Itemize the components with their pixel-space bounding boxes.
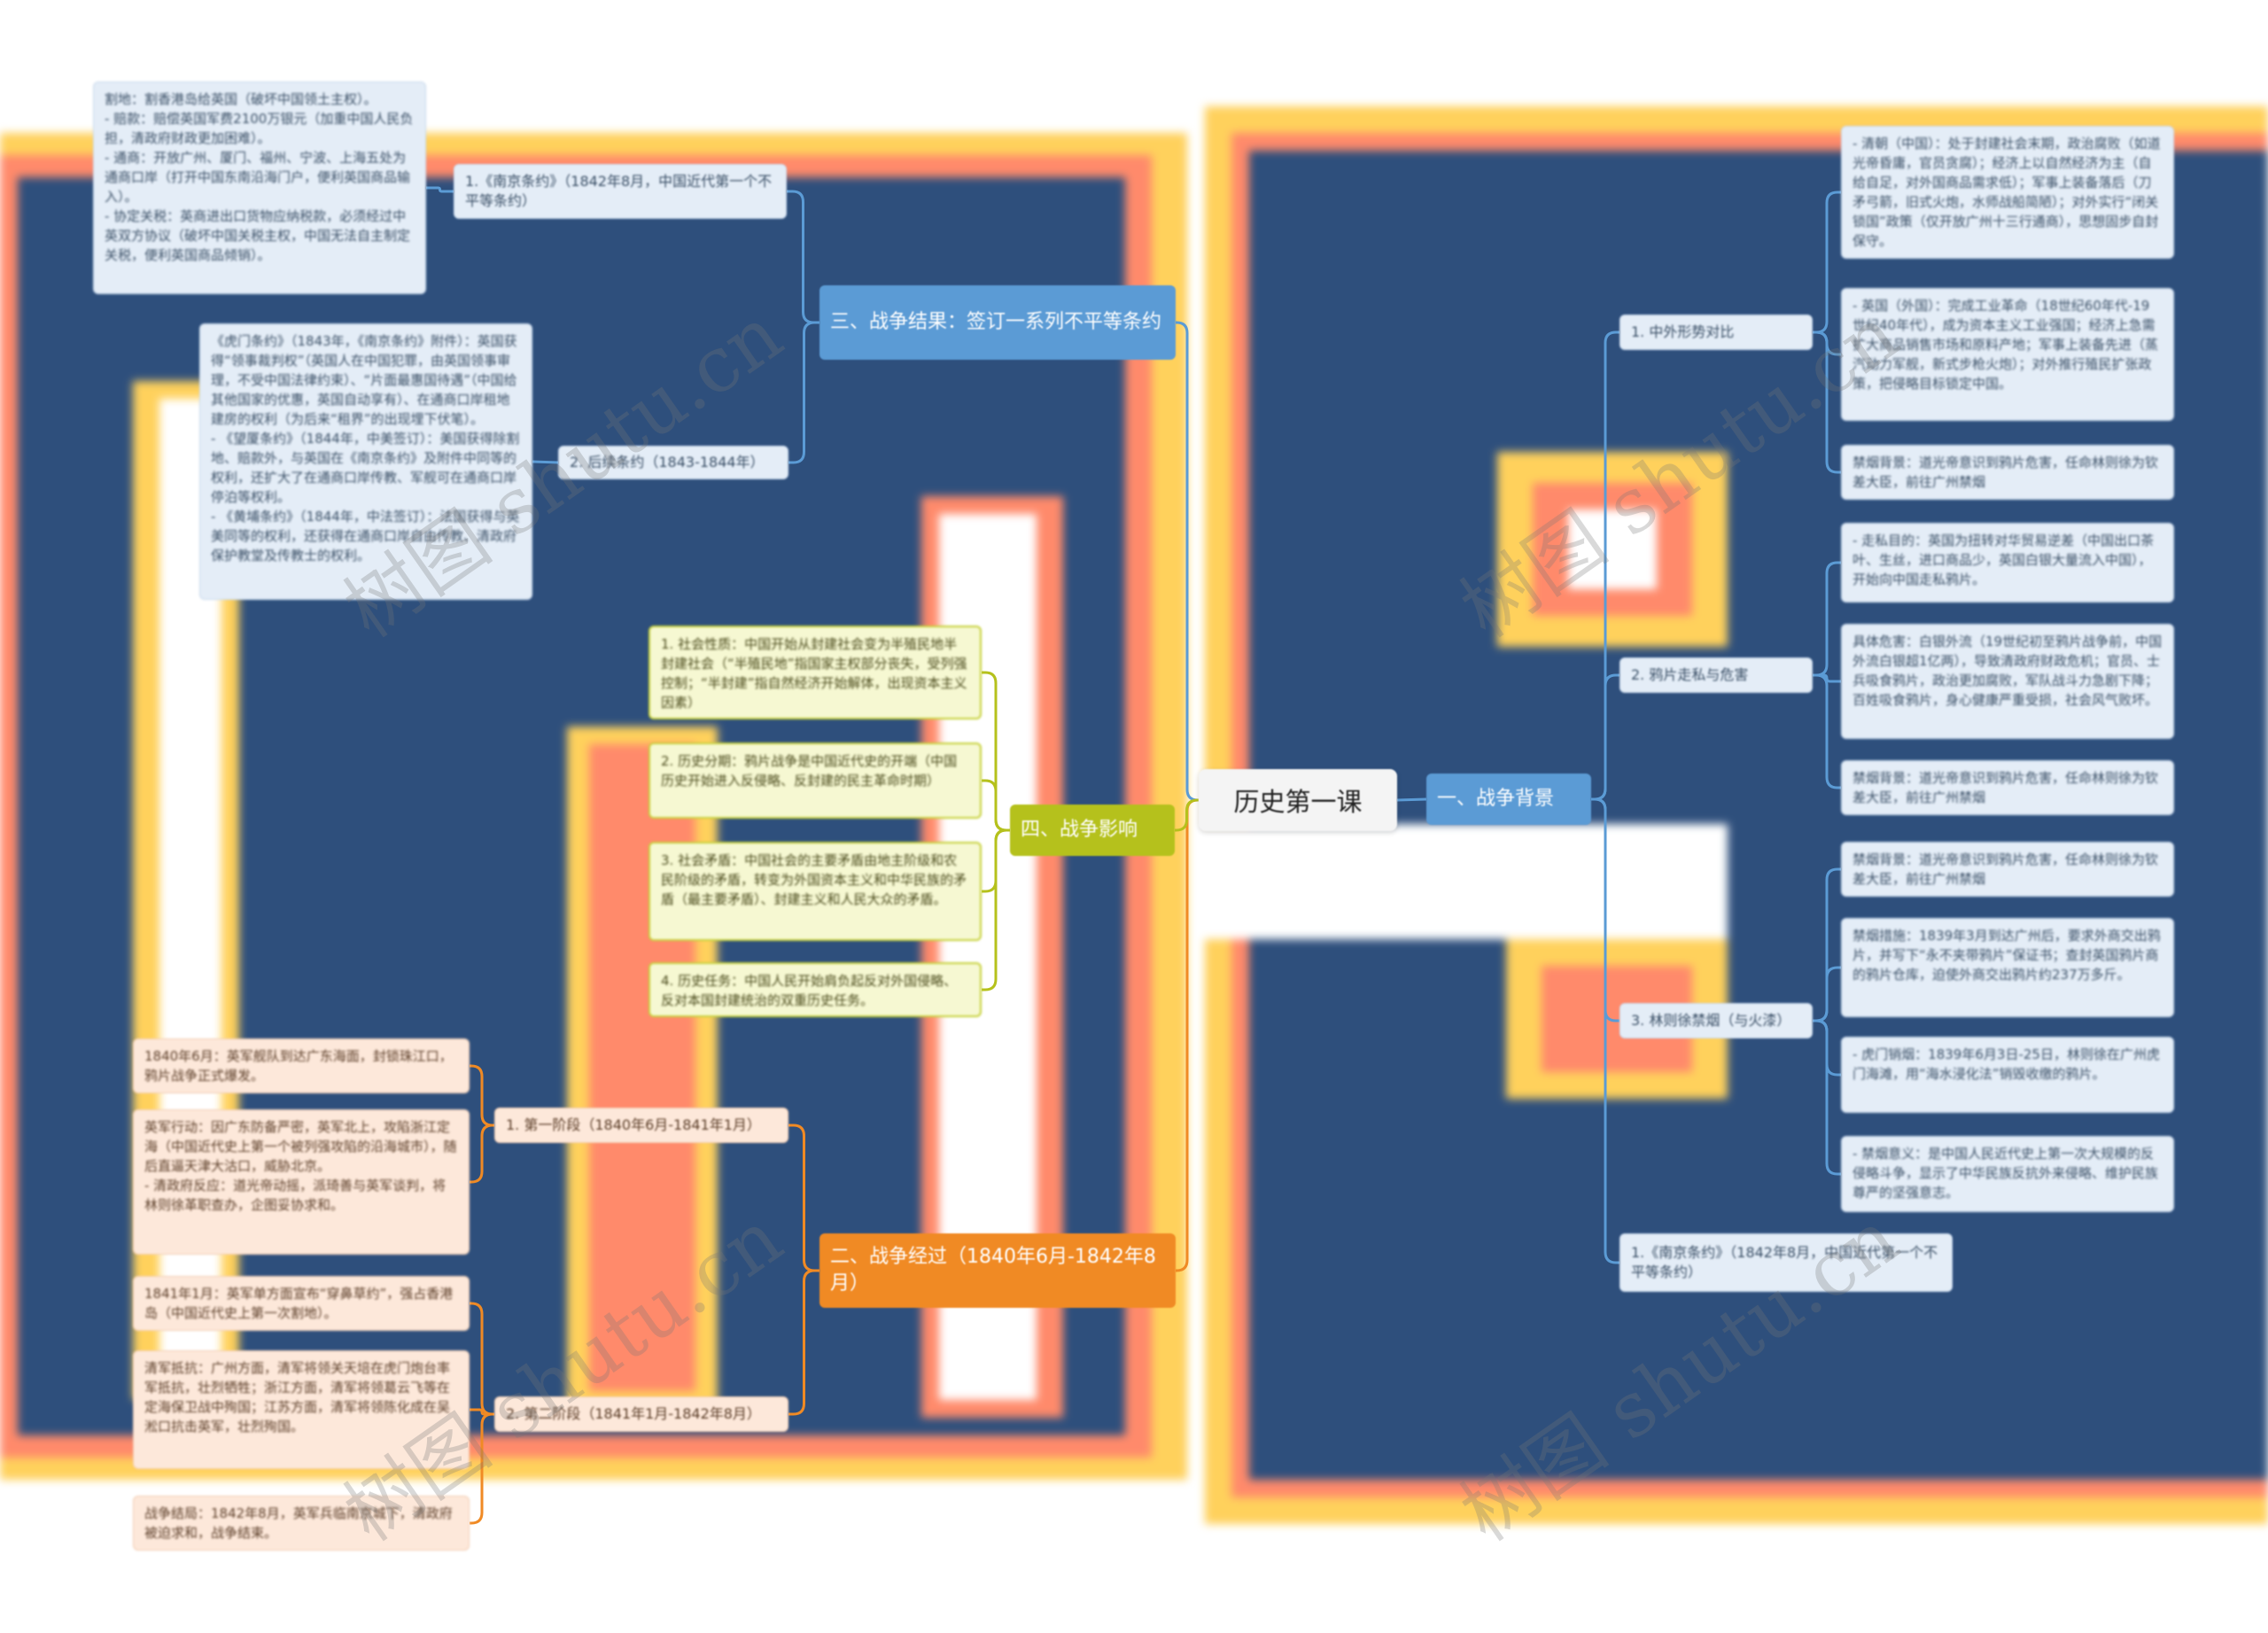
leaf-smuggling-harm[interactable]: 具体危害：白银外流（19世纪初至鸦片战争前，中国外流白银超1亿两），导致清政府财… bbox=[1841, 624, 2174, 739]
sub-second-stage[interactable]: 2. 第二阶段（1841年1月-1842年8月） bbox=[494, 1396, 788, 1432]
leaf-britain-situation[interactable]: - 英国（外国）：完成工业革命（18世纪60年代-19世纪40年代），成为资本主… bbox=[1841, 288, 2174, 421]
leaf-historical-period[interactable]: 2. 历史分期：鸦片战争是中国近代史的开端（中国历史开始进入反侵略、反封建的民主… bbox=[649, 743, 982, 819]
connector-line bbox=[470, 1408, 494, 1416]
leaf-later-treaties[interactable]: 《虎门条约》（1843年，《南京条约》附件）：英国获得“领事裁判权”（英国人在中… bbox=[199, 323, 532, 600]
connector-line bbox=[470, 1412, 494, 1525]
sub-situation-comparison[interactable]: 1. 中外形势对比 bbox=[1619, 315, 1813, 350]
sub-nanjing-treaty-right[interactable]: 1.《南京条约》（1842年8月，中国近代第一个不平等条约） bbox=[1619, 1233, 1953, 1292]
connector-line bbox=[1813, 561, 1841, 677]
connector-line bbox=[1813, 673, 1841, 683]
branch-war-process[interactable]: 二、战争经过（1840年6月-1842年8月） bbox=[819, 1233, 1176, 1308]
connector-line bbox=[426, 186, 454, 193]
branch-war-background[interactable]: 一、战争背景 bbox=[1426, 774, 1591, 825]
leaf-1840-june[interactable]: 1840年6月：英军舰队到达广东海面，封锁珠江口，鸦片战争正式爆发。 bbox=[133, 1038, 470, 1093]
connector-line bbox=[1591, 673, 1619, 801]
connector-line bbox=[1813, 330, 1841, 474]
leaf-ban-background-2[interactable]: 禁烟背景：道光帝意识到鸦片危害，任命林则徐为钦差大臣，前往广州禁烟 bbox=[1841, 760, 2174, 815]
sub-opium-smuggling[interactable]: 2. 鸦片走私与危害 bbox=[1619, 657, 1813, 693]
leaf-qing-resistance[interactable]: 清军抵抗：广州方面，清军将领关天培在虎门炮台率军抵抗，壮烈牺牲；浙江方面，清军将… bbox=[133, 1350, 470, 1469]
leaf-nanjing-terms[interactable]: 割地：割香港岛给英国（破坏中国领土主权）。 - 赔款：赔偿英国军费2100万银元… bbox=[93, 82, 426, 294]
sub-lin-zexu-ban[interactable]: 3. 林则徐禁烟（与火漆） bbox=[1619, 1003, 1813, 1038]
connector-line bbox=[787, 190, 819, 324]
branch-war-result[interactable]: 三、战争结果：签订一系列不平等条约 bbox=[819, 285, 1176, 360]
connector-line bbox=[1813, 966, 1841, 1023]
leaf-1841-january[interactable]: 1841年1月：英军单方面宣布“穿鼻草约”，强占香港岛（中国近代史上第一次割地）… bbox=[133, 1276, 470, 1331]
connector-line bbox=[1176, 798, 1199, 1272]
leaf-social-nature[interactable]: 1. 社会性质：中国开始从封建社会变为半殖民地半封建社会（“半殖民地”指国家主权… bbox=[649, 626, 982, 719]
leaf-ban-background-3[interactable]: 禁烟背景：道光帝意识到鸦片危害，任命林则徐为钦差大臣，前往广州禁烟 bbox=[1841, 842, 2174, 897]
leaf-humen-destruction[interactable]: - 虎门销烟：1839年6月3日-25日，林则徐在广州虎门海滩，用“海水浸化法”… bbox=[1841, 1037, 2174, 1113]
leaf-qing-situation[interactable]: - 清朝（中国）：处于封建社会末期，政治腐败（如道光帝昏庸，官员贪腐）；经济上以… bbox=[1841, 126, 2174, 259]
connector-line bbox=[788, 1269, 819, 1416]
connector-line bbox=[532, 460, 559, 464]
connector-line bbox=[470, 1124, 494, 1184]
leaf-historical-task[interactable]: 4. 历史任务：中国人民开始肩负起反对外国侵略、反对本国封建统治的双重历史任务。 bbox=[649, 962, 982, 1017]
connector-line bbox=[1175, 798, 1199, 832]
bg-shape bbox=[1205, 824, 1728, 939]
connector-line bbox=[1591, 797, 1619, 1264]
leaf-british-actions[interactable]: 英军行动：因广东防备严密，英军北上，攻陷浙江定海（中国近代史上第一个被列强攻陷的… bbox=[133, 1109, 470, 1255]
connector-line bbox=[470, 1064, 494, 1127]
leaf-war-ending[interactable]: 战争结局：1842年8月，英军兵临南京城下，清政府被迫求和，战争结束。 bbox=[133, 1496, 470, 1551]
sub-later-treaties[interactable]: 2. 后续条约（1843-1844年） bbox=[558, 446, 788, 479]
bg-shape bbox=[1568, 509, 1657, 589]
connector-line bbox=[788, 321, 819, 464]
leaf-ban-measures[interactable]: 禁烟措施：1839年3月到达广州后，要求外商交出鸦片，并写下“永不夹带鸦片”保证… bbox=[1841, 918, 2174, 1017]
connector-line bbox=[982, 828, 1010, 991]
connector-line bbox=[982, 779, 1010, 832]
sub-first-stage[interactable]: 1. 第一阶段（1840年6月-1841年1月） bbox=[494, 1108, 788, 1143]
root-node[interactable]: 历史第一课 bbox=[1199, 769, 1397, 831]
connector-line bbox=[1176, 321, 1199, 802]
leaf-ban-background-1[interactable]: 禁烟背景：道光帝意识到鸦片危害，任命林则徐为钦差大臣，前往广州禁烟 bbox=[1841, 445, 2174, 500]
leaf-social-contradiction[interactable]: 3. 社会矛盾：中国社会的主要矛盾由地主阶级和农民阶级的矛盾，转变为外国资本主义… bbox=[649, 842, 982, 941]
connector-line bbox=[1396, 797, 1427, 802]
connector-line bbox=[1813, 1019, 1841, 1176]
connector-line bbox=[470, 1302, 494, 1416]
branch-war-impact[interactable]: 四、战争影响 bbox=[1010, 805, 1175, 856]
sub-nanjing-treaty[interactable]: 1.《南京条约》（1842年8月，中国近代第一个不平等条约） bbox=[454, 164, 787, 219]
leaf-smuggling-purpose[interactable]: - 走私目的：英国为扭转对华贸易逆差（中国出口茶叶、生丝，进口商品少，英国白银大… bbox=[1841, 523, 2174, 603]
connector-line bbox=[1813, 191, 1841, 334]
leaf-ban-significance[interactable]: - 禁烟意义：是中国人民近代史上第一次大规模的反侵略斗争，显示了中华民族反抗外来… bbox=[1841, 1136, 2174, 1212]
connector-line bbox=[1813, 673, 1841, 789]
connector-line bbox=[788, 1124, 819, 1272]
